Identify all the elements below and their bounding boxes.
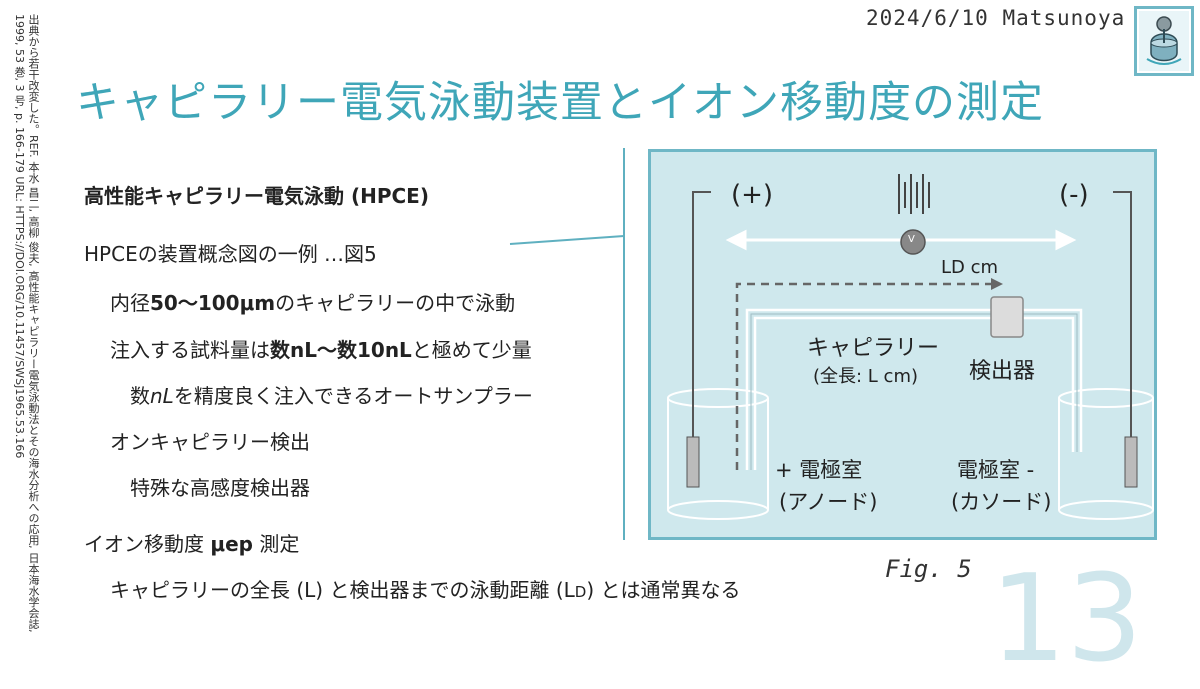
- logo-icon: [1139, 11, 1189, 71]
- ld-arrow: [735, 278, 1003, 470]
- line-inner-diameter: 内径50〜100μmのキャピラリーの中で泳動: [110, 287, 515, 316]
- anode-electrode: [686, 191, 711, 488]
- logo: [1134, 6, 1194, 76]
- detector-label: 検出器: [969, 359, 1036, 384]
- l3-pre: 数: [130, 384, 150, 408]
- l3-ital: nL: [150, 384, 174, 408]
- mob-bold: μep: [210, 532, 253, 556]
- line-detector: 特殊な高感度検出器: [130, 476, 310, 500]
- capillary-tube-shadow: [750, 313, 1078, 470]
- author: Matsunoya: [1002, 6, 1126, 30]
- date: 2024/6/10: [866, 6, 989, 30]
- minus-terminal: (-): [1059, 180, 1089, 210]
- figure-hpce-diagram: (+) (-) V LD cm キャピラリー (全長: L cm) 検出器 + …: [648, 149, 1157, 540]
- last-sub: D: [574, 583, 587, 601]
- slide-number: 13: [990, 550, 1143, 689]
- line-on-capillary: オンキャピラリー検出: [110, 430, 310, 454]
- capillary-tube: [745, 308, 1083, 470]
- line-sample-volume: 注入する試料量は数nL〜数10nLと極めて少量: [110, 334, 532, 363]
- detector-box: [990, 296, 1024, 338]
- mob-pre: イオン移動度: [84, 532, 211, 556]
- line-mobility: イオン移動度 μep 測定: [84, 528, 299, 557]
- l2-post: と極めて少量: [411, 338, 532, 362]
- l1-pre: 内径: [110, 291, 150, 315]
- line-autosampler: 数nLを精度良く注入できるオートサンプラー: [130, 380, 533, 409]
- cathode-beaker: [1058, 388, 1154, 520]
- cathode-sub-label: (カソード): [951, 490, 1052, 514]
- l1-post: のキャピラリーの中で泳動: [275, 291, 516, 315]
- date-author: 2024/6/10 Matsunoya: [866, 6, 1125, 30]
- heading-hpce: 高性能キャピラリー電気泳動 (HPCE): [84, 184, 429, 208]
- power-supply-icon: [898, 174, 930, 214]
- mob-post: 測定: [252, 532, 300, 556]
- total-length-label: (全長: L cm): [813, 366, 919, 387]
- cathode-electrode: [1113, 191, 1138, 488]
- anode-label: + 電極室: [775, 458, 863, 482]
- line-example: HPCEの装置概念図の一例 …図5: [84, 242, 377, 266]
- page-title: キャピラリー電気泳動装置とイオン移動度の測定: [76, 78, 1044, 128]
- line-lengths: キャピラリーの全長 (L) と検出器までの泳動距離 (LD) とは通常異なる: [110, 574, 741, 603]
- plus-terminal: (+): [731, 180, 774, 210]
- last-b: ) とは通常異なる: [586, 578, 741, 602]
- l1-bold: 50〜100μm: [150, 291, 276, 315]
- cathode-label: 電極室 -: [957, 458, 1035, 482]
- ld-label: LD cm: [941, 257, 999, 278]
- l2-bold: 数nL〜数10nL: [270, 338, 412, 362]
- l3-post: を精度良く注入できるオートサンプラー: [173, 384, 533, 408]
- figure-caption: Fig. 5: [885, 555, 972, 583]
- last-a: キャピラリーの全長 (L) と検出器までの泳動距離 (L: [110, 578, 575, 602]
- pointer-lines: [509, 148, 625, 540]
- voltmeter-label: V: [908, 234, 915, 245]
- voltmeter-icon: [900, 229, 926, 255]
- anode-beaker: [667, 388, 769, 520]
- anode-sub-label: (アノード): [779, 490, 878, 514]
- figure-drawing: [667, 174, 1154, 520]
- side-reference: 出典から若干改変した。REF. 本水 昌二, 高柳 俊夫, 高性能キャピラリー電…: [13, 14, 40, 633]
- capillary-label: キャピラリー: [807, 336, 940, 361]
- l2-pre: 注入する試料量は: [110, 338, 270, 362]
